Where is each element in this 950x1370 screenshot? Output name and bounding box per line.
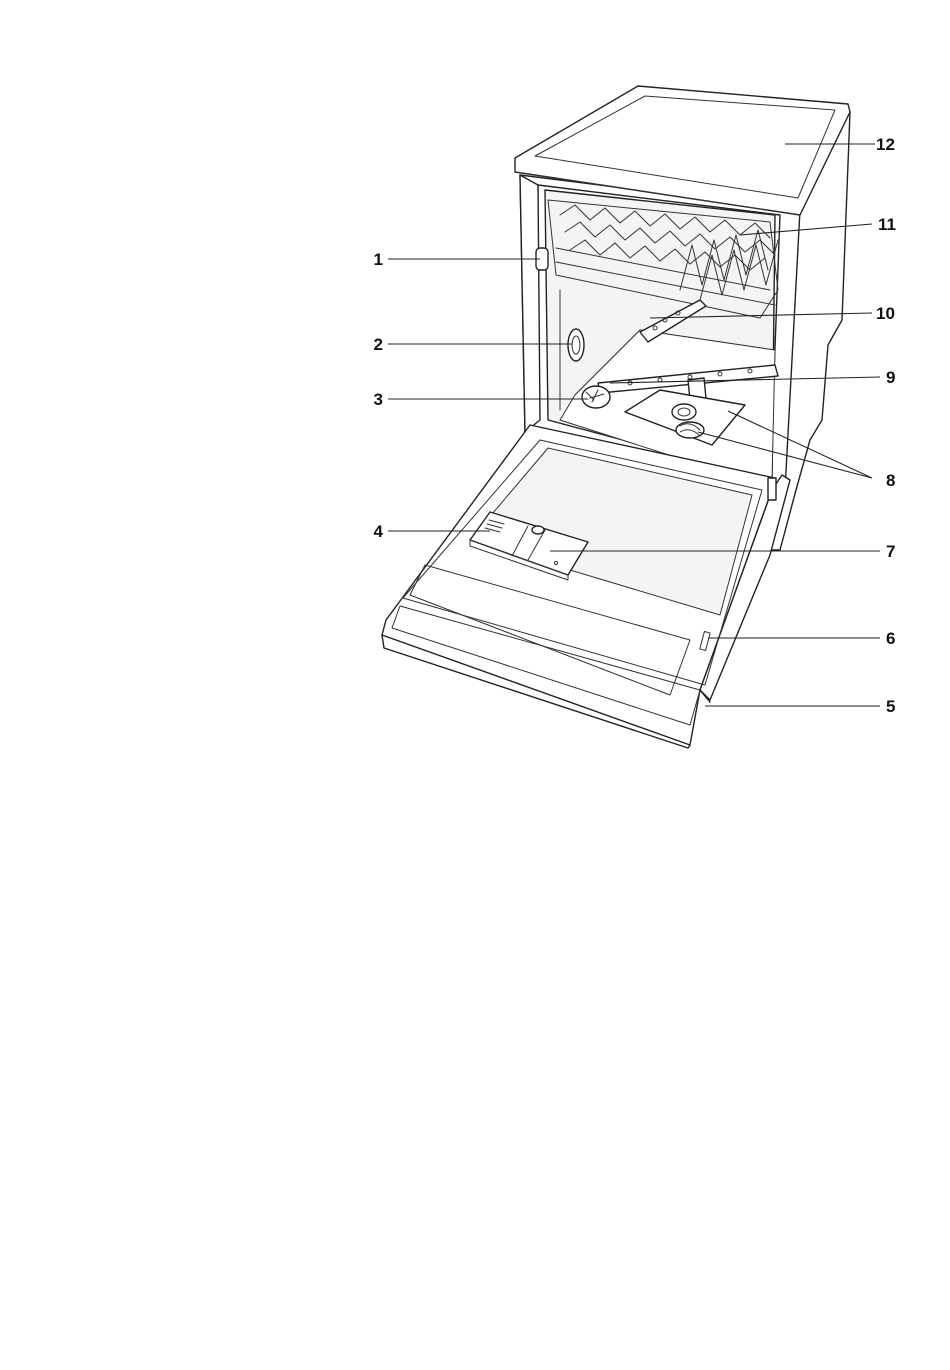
door [382, 425, 790, 748]
callout-2: 2 [374, 335, 383, 354]
callout-3: 3 [374, 390, 383, 409]
callout-11: 11 [878, 215, 896, 234]
callout-8: 8 [886, 471, 895, 490]
callout-4: 4 [374, 522, 384, 541]
callout-5: 5 [886, 697, 895, 716]
rinse-aid-cap [582, 386, 610, 408]
callout-9: 9 [886, 368, 895, 387]
callout-10: 10 [876, 304, 895, 323]
callout-6: 6 [886, 629, 895, 648]
callout-1: 1 [374, 250, 383, 269]
callout-7: 7 [886, 542, 895, 561]
salt-cap [568, 329, 584, 361]
callout-12: 12 [876, 135, 895, 154]
